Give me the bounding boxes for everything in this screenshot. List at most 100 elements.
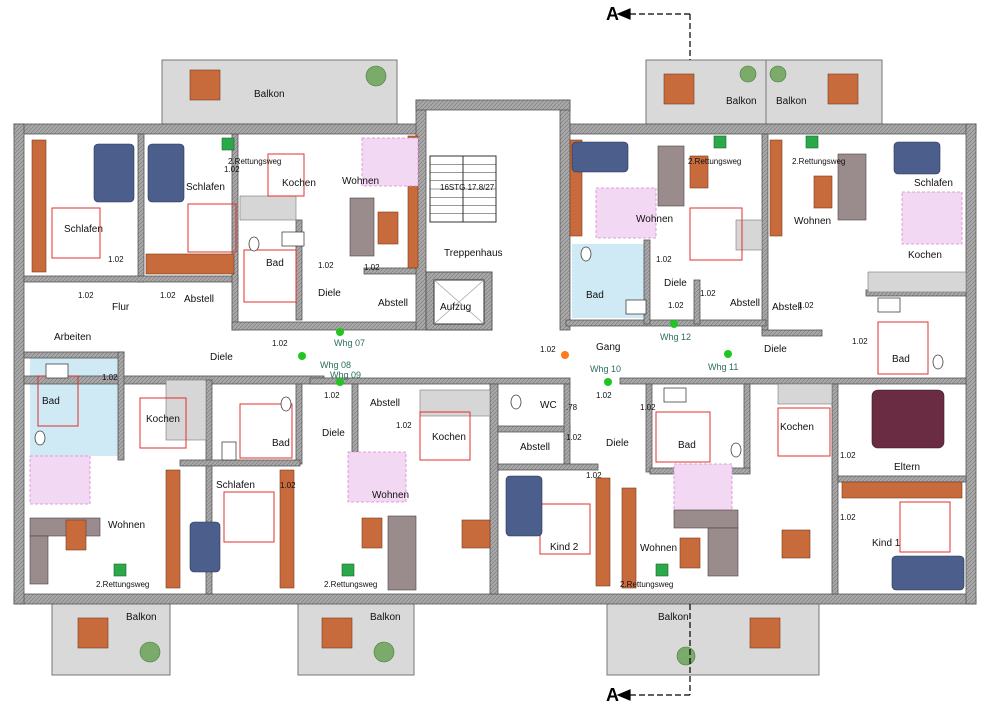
apartment-markers (298, 320, 732, 386)
balcony-label: Balkon (254, 89, 285, 100)
room-label-bad: Bad (678, 440, 696, 451)
bath-fixtures (34, 231, 944, 461)
room-label-kind: Kind 2 (550, 542, 579, 553)
door-width-label: 1.02 (840, 451, 856, 460)
room-label-gang: Gang (596, 342, 620, 353)
door-width-label: 1.02 (324, 391, 340, 400)
escape-icon (805, 135, 819, 149)
balcony-b6 (606, 602, 820, 676)
room-label-wohnen: Wohnen (342, 176, 379, 187)
room-label-schlafen: Schlafen (64, 224, 103, 235)
balcony-label: Balkon (126, 612, 157, 623)
marker-whg09 (336, 378, 344, 386)
marker-stair (561, 351, 569, 359)
door-width-label: 1.02 (224, 165, 240, 174)
bath-floor-left (30, 358, 122, 456)
marker-whg11 (724, 350, 732, 358)
room-label-abstell: Abstell (772, 302, 802, 313)
apartment-tag-whg07: Whg 07 (334, 338, 365, 348)
room-label-diele: Diele (606, 438, 629, 449)
marker-whg08 (298, 352, 306, 360)
room-label-schlafen: Schlafen (186, 182, 225, 193)
balcony-b5 (297, 602, 415, 676)
room-label-kochen: Kochen (908, 250, 942, 261)
marker-whg10 (604, 378, 612, 386)
escape-route-label: 2.Rettungsweg (96, 580, 149, 589)
door-width-label: 1.02 (396, 421, 412, 430)
room-label-abstell: Abstell (370, 398, 400, 409)
marker-whg12 (670, 320, 678, 328)
room-label-schlafen: Schlafen (216, 480, 255, 491)
balcony-label: Balkon (726, 96, 757, 107)
room-label-aufzug: Aufzug (440, 302, 471, 313)
room-label-diele: Diele (664, 278, 687, 289)
room-label-diele: Diele (318, 288, 341, 299)
balcony-b4 (51, 602, 171, 676)
escape-route-label: 2.Rettungsweg (620, 580, 673, 589)
escape-icon (113, 563, 127, 577)
room-label-abstell: Abstell (378, 298, 408, 309)
coffee-tables (65, 155, 833, 569)
escape-icon (341, 563, 355, 577)
room-label-schlafen: Schlafen (914, 178, 953, 189)
door-width-label: 1.02 (280, 481, 296, 490)
section-marker-top: A (606, 4, 619, 24)
escape-icon (655, 563, 669, 577)
room-label-abstell: Abstell (730, 298, 760, 309)
room-label-eltern: Eltern (894, 462, 920, 473)
escape-icon (713, 135, 727, 149)
room-label-bad: Bad (272, 438, 290, 449)
escape-route-label: 2.Rettungsweg (324, 580, 377, 589)
door-width-label: 1.02 (840, 513, 856, 522)
apartment-tag-whg09: Whg 09 (330, 370, 361, 380)
door-width-label: 1.02 (656, 255, 672, 264)
door-width-label: 1.02 (640, 403, 656, 412)
marker-whg07 (336, 328, 344, 336)
room-label-bad: Bad (266, 258, 284, 269)
room-label-arbeiten: Arbeiten (54, 332, 91, 343)
plants (139, 65, 787, 666)
room-label-wohnen: Wohnen (108, 520, 145, 531)
room-label-abstell: Abstell (520, 442, 550, 453)
escape-route-icons (113, 135, 819, 577)
room-label-kind: Kind 1 (872, 538, 901, 549)
section-line (616, 8, 691, 701)
door-width-label: 1.02 (668, 301, 684, 310)
balconies (51, 59, 883, 676)
door-width-label: 1.02 (798, 301, 814, 310)
section-marker-bottom: A (606, 685, 619, 705)
beds (93, 141, 965, 591)
room-label-wohnen: Wohnen (372, 490, 409, 501)
door-width-label: 1.02 (364, 263, 380, 272)
door-width-label: 1.02 (160, 291, 176, 300)
room-label-abstell: Abstell (184, 294, 214, 305)
escape-route-label: 2.Rettungsweg (228, 157, 281, 166)
door-width-label: 1.02 (852, 337, 868, 346)
door-width-label: 1.02 (586, 471, 602, 480)
room-label-bad: Bad (42, 396, 60, 407)
room-label-diele: Diele (322, 428, 345, 439)
dining-tables (77, 69, 859, 649)
balcony-label: Balkon (370, 612, 401, 623)
door-width-label: 1.02 (318, 261, 334, 270)
door-width-label: 1.02 (540, 345, 556, 354)
room-label-bad: Bad (892, 354, 910, 365)
room-label-wc: WC (540, 400, 557, 411)
room-label-treppenhaus: Treppenhaus (444, 248, 503, 259)
door-width-label: 1.02 (102, 373, 118, 382)
room-label-kochen: Kochen (282, 178, 316, 189)
apartment-tag-whg11: Whg 11 (708, 362, 738, 372)
stair-label: 16STG 17.8/27 (440, 183, 495, 192)
room-label-bad: Bad (586, 290, 604, 301)
door-width-label: 1.02 (78, 291, 94, 300)
room-label-kochen: Kochen (780, 422, 814, 433)
door-width-label: 1.02 (272, 339, 288, 348)
sofas (29, 145, 867, 591)
door-width-label: 1.02 (566, 433, 582, 442)
room-label-diele: Diele (210, 352, 233, 363)
door-width-label: 1.02 (700, 289, 716, 298)
balcony-label: Balkon (776, 96, 807, 107)
room-label-diele: Diele (764, 344, 787, 355)
